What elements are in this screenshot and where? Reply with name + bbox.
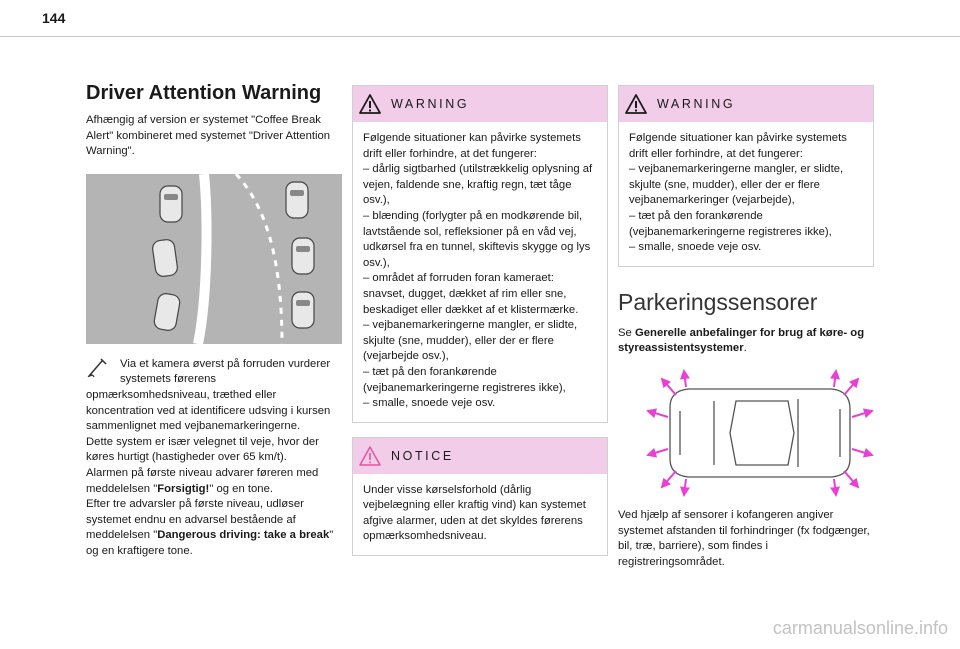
parking-reference: Se Generelle anbefalinger for brug af kø… [618, 326, 874, 357]
warning-box: WARNING Følgende situationer kan påvirke… [352, 85, 608, 423]
note-line: Dette system er især velegnet til veje, … [86, 435, 319, 464]
notice-box: NOTICE Under visse kørselsforhold (dårli… [352, 436, 608, 557]
warning-box-2-header: WARNING [619, 86, 873, 122]
warning-line: – blænding (forlygter på en modkørende b… [363, 209, 591, 269]
warning-triangle-icon [625, 94, 647, 114]
section-title-driver-attention: Driver Attention Warning [86, 82, 322, 104]
warning-line: – smalle, snoede veje osv. [363, 397, 496, 410]
warning-line: – tæt på den forankørende (vejbanemarker… [629, 209, 832, 238]
warning-box-body: Følgende situationer kan påvirke systeme… [353, 122, 607, 422]
header-divider [0, 36, 960, 37]
alert-text-dangerous: Dangerous driving: take a break [157, 529, 330, 542]
notice-text: Under visse kørselsforhold (dårlig vejbe… [363, 483, 586, 543]
notice-triangle-icon [359, 445, 381, 466]
warning-line: – vejbanemarkeringerne mangler, er slidt… [363, 319, 578, 363]
warning-box-header: WARNING [353, 86, 607, 122]
watermark: carmanualsonline.info [772, 618, 948, 638]
intro-paragraph: Afhængig af version er systemet "Coffee … [86, 114, 331, 158]
column-parking: WARNING Følgende situationer kan påvirke… [618, 85, 874, 570]
warning-label: WARNING [657, 97, 736, 111]
note-line: " og en tone. [209, 482, 273, 495]
column-driver-attention: Driver Attention Warning Afhængig af ver… [86, 78, 342, 560]
ref-suffix: . [743, 342, 747, 355]
warning-line: – smalle, snoede veje osv. [629, 241, 762, 254]
warning-line: Følgende situationer kan påvirke systeme… [363, 132, 581, 160]
warning-line: Følgende situationer kan påvirke systeme… [629, 132, 847, 160]
note-line: opmærksomhedsniveau, træthed eller konce… [86, 388, 331, 433]
notice-box-body: Under visse kørselsforhold (dårlig vejbe… [353, 474, 607, 555]
section-title-parking: Parkeringssensorer [618, 288, 818, 315]
pen-note-icon [87, 358, 107, 378]
note-line: Efter tre advarsler på første niveau, ud… [86, 498, 304, 542]
lane-drift-illustration [86, 172, 342, 345]
parking-sensor-diagram [646, 368, 874, 497]
warning-triangle-icon [359, 94, 381, 114]
warning-label: WARNING [391, 97, 470, 111]
column-warnings: WARNING Følgende situationer kan påvirke… [352, 85, 608, 557]
warning-line: – området af forruden foran kameraet: sn… [363, 272, 579, 316]
warning-line: – dårlig sigtbarhed (utilstrækkelig oply… [363, 163, 593, 207]
warning-line: – tæt på den forankørende (vejbanemarker… [363, 365, 566, 394]
warning-box-2: WARNING Følgende situationer kan påvirke… [618, 85, 874, 267]
ref-prefix: Se [618, 326, 635, 339]
notice-label: NOTICE [391, 448, 454, 463]
page-number: 144 [42, 10, 66, 26]
notice-box-header: NOTICE [353, 437, 607, 474]
note-line: Alarmen på første niveau advarer føreren… [86, 466, 319, 495]
parking-description: Ved hjælp af sensorer i kofangeren angiv… [618, 508, 870, 568]
note-first-line: Via et kamera øverst på forruden vurdere… [120, 357, 331, 386]
alert-text-forsigtig: Forsigtig! [157, 482, 210, 495]
warning-line: – vejbanemarkeringerne mangler, er slidt… [629, 163, 844, 207]
note-line: " og en kraftigere tone. [86, 529, 334, 557]
ref-link-text: Generelle anbefalinger for brug af køre-… [618, 326, 865, 355]
warning-box-2-body: Følgende situationer kan påvirke systeme… [619, 122, 873, 266]
driver-attention-note: Via et kamera øverst på forruden vurdere… [86, 357, 342, 560]
note-body: opmærksomhedsniveau, træthed eller konce… [86, 388, 342, 560]
